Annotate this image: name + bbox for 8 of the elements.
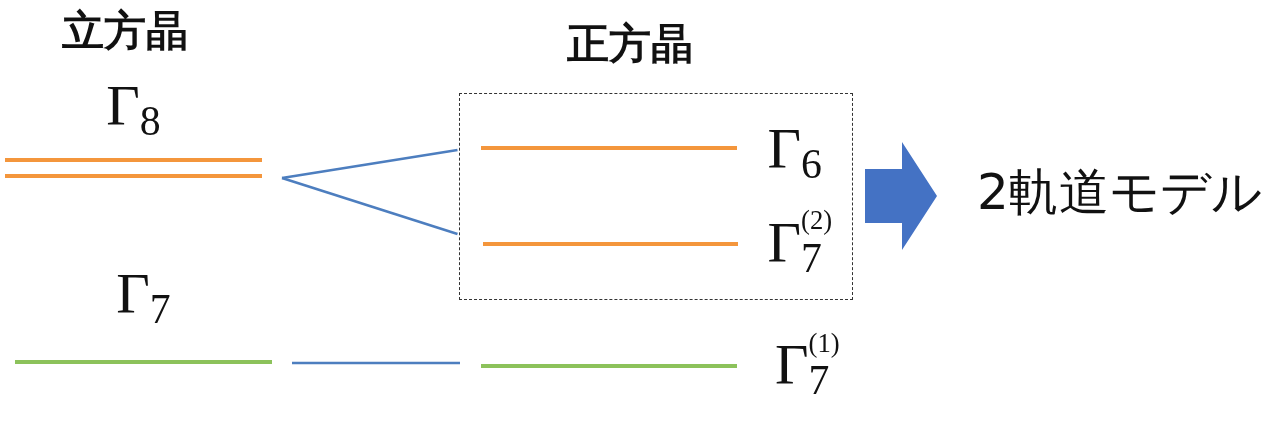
connector-line: [281, 148, 458, 180]
column-heading: 正方晶: [567, 21, 693, 67]
block-arrow: [865, 142, 937, 250]
dashed-box: [459, 93, 853, 300]
connector-line: [281, 176, 458, 236]
column-heading: 立方晶: [62, 8, 188, 54]
connector-line: [292, 361, 460, 365]
model-label: 2軌道モデル: [977, 162, 1262, 222]
